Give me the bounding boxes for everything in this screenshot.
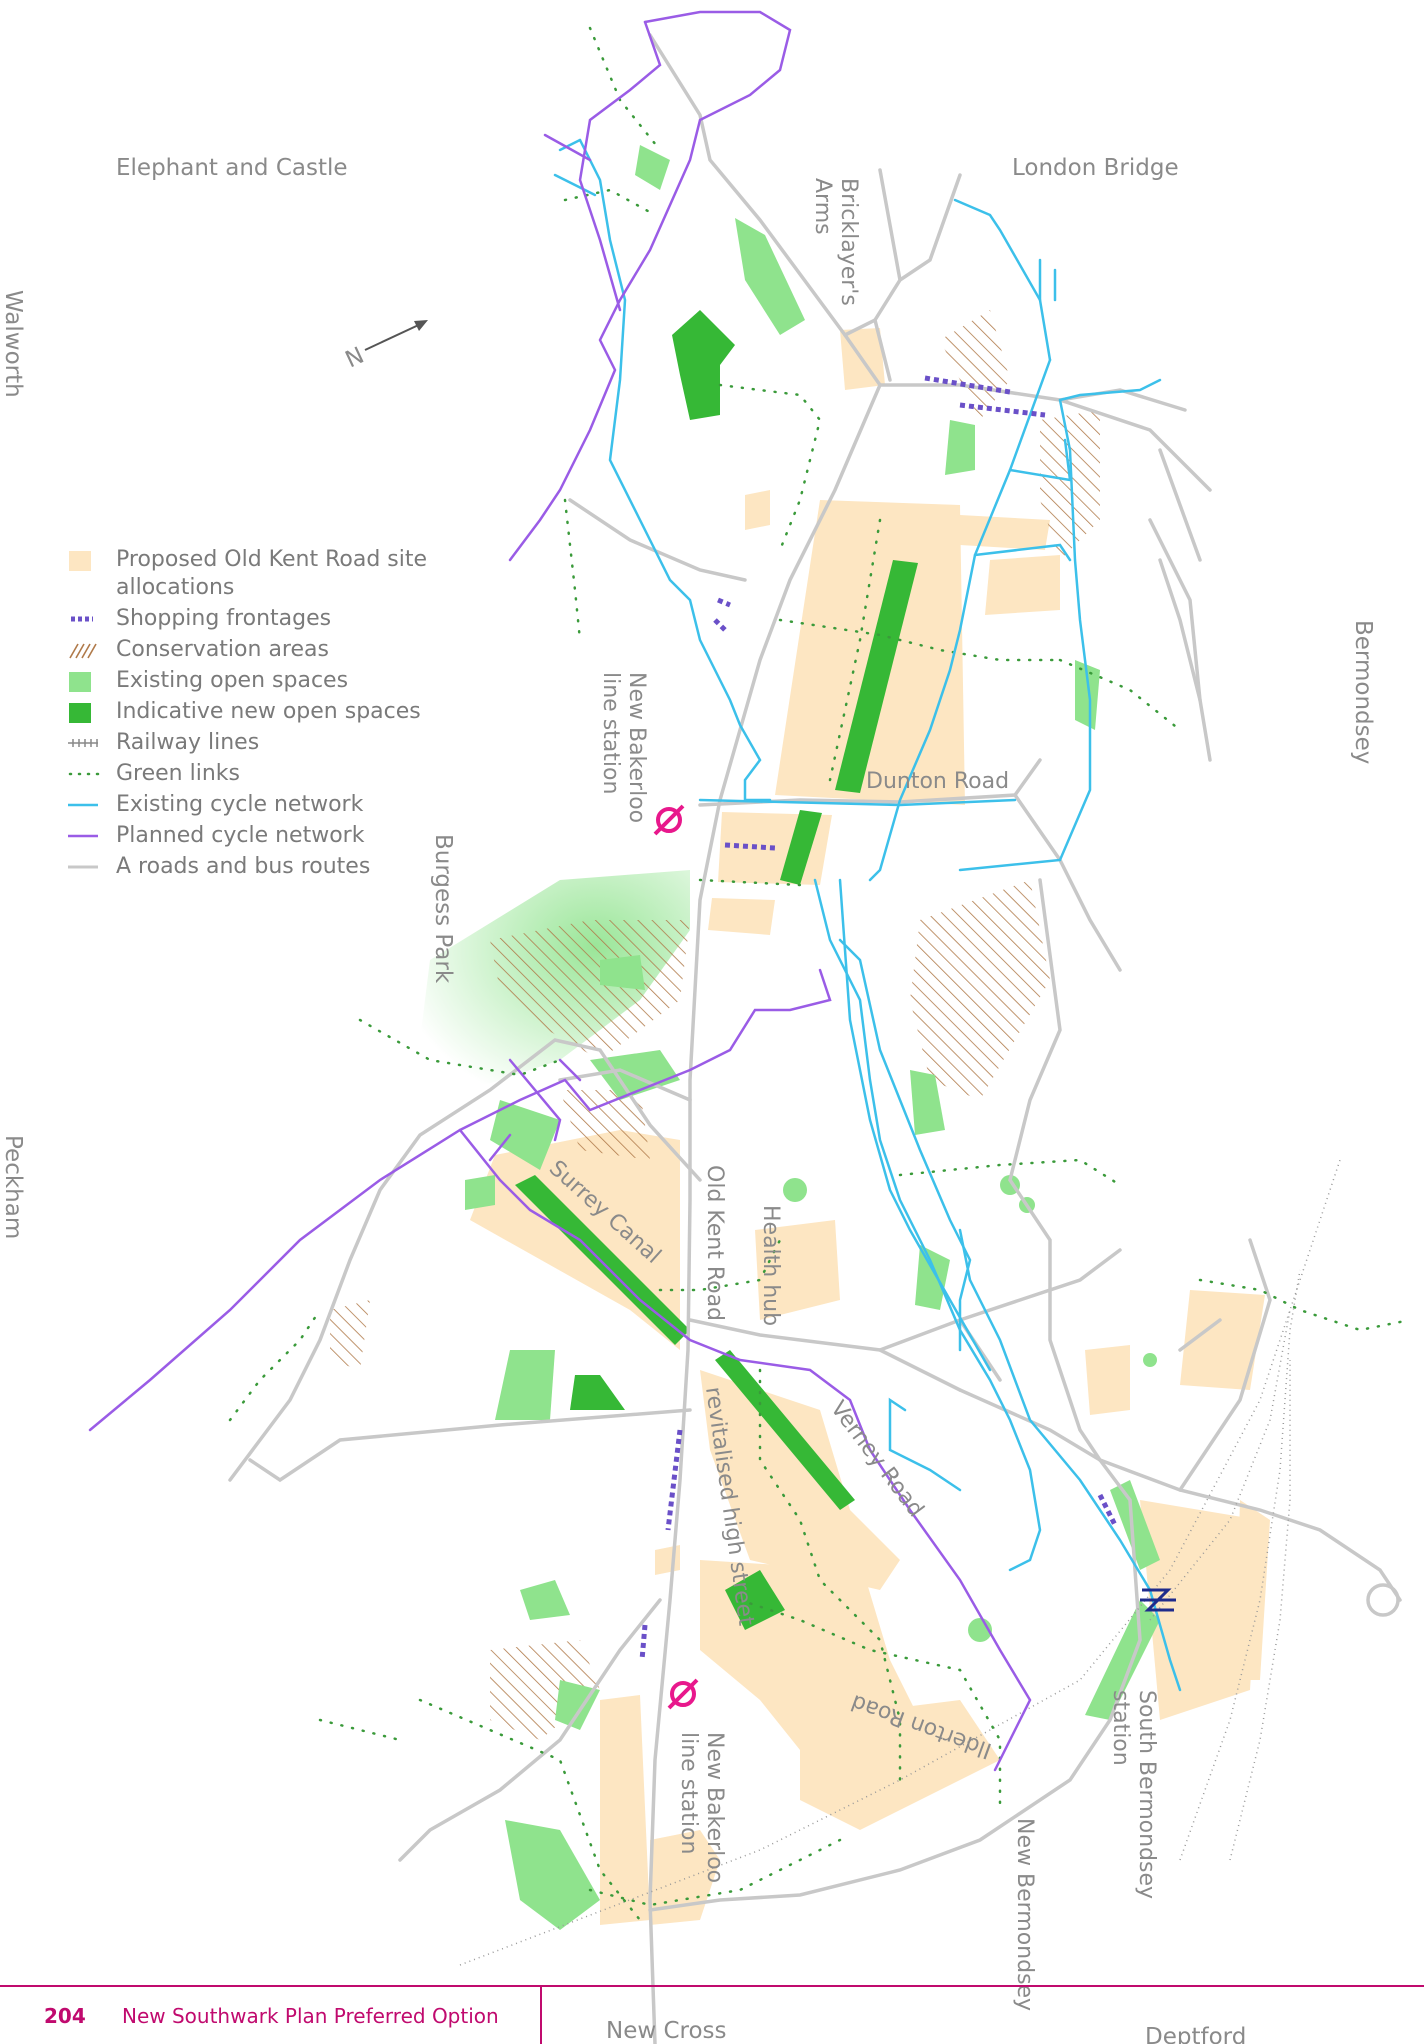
legend-item-new-open-space: Indicative new open spaces <box>66 698 486 726</box>
place-burgess-park: Burgess Park <box>430 834 456 984</box>
legend-label: Proposed Old Kent Road site allocations <box>116 547 428 600</box>
railway-swatch <box>66 729 100 757</box>
place-deptford: Deptford <box>1145 2024 1246 2044</box>
railway-lines <box>459 1159 1341 1966</box>
page-number: 204 <box>44 2004 86 2028</box>
existing-open-spaces <box>465 145 1160 1930</box>
a-road-swatch <box>66 853 100 881</box>
map-legend: Proposed Old Kent Road site allocations … <box>66 546 486 884</box>
legend-item-site-allocation: Proposed Old Kent Road site allocations <box>66 546 486 602</box>
street-bricklayers-arms: Bricklayer'sArms <box>810 178 861 306</box>
new-bakerloo-station-south: New Bakerlooline station <box>676 1732 727 1883</box>
national-rail-icon <box>1140 1588 1176 1612</box>
place-walworth: Walworth <box>0 290 26 398</box>
legend-label: Railway lines <box>116 730 260 755</box>
green-link-swatch <box>66 760 100 788</box>
legend-label: Shopping frontages <box>116 606 332 631</box>
legend-item-conservation-area: Conservation areas <box>66 636 486 664</box>
green-links <box>228 26 1412 1922</box>
footer-rule <box>0 1985 1424 1987</box>
label-health-hub: Health hub <box>758 1205 783 1326</box>
document-title: New Southwark Plan Preferred Option <box>122 2004 499 2028</box>
legend-label: Conservation areas <box>116 637 329 662</box>
legend-item-existing-cycle: Existing cycle network <box>66 791 486 819</box>
place-new-bermondsey: New Bermondsey <box>1012 1818 1037 2011</box>
existing-cycle-swatch <box>66 791 100 819</box>
underground-station-icon <box>653 804 685 836</box>
legend-item-shopping-frontage: Shopping frontages <box>66 605 486 633</box>
existing-open-space-swatch <box>66 667 100 695</box>
place-london-bridge: London Bridge <box>1012 155 1179 181</box>
legend-item-existing-open-space: Existing open spaces <box>66 667 486 695</box>
north-arrow-icon: N <box>342 320 428 373</box>
street-dunton-road: Dunton Road <box>866 769 1009 794</box>
site-allocation-swatch <box>66 546 100 574</box>
legend-label: Existing open spaces <box>116 668 349 693</box>
underground-station-icon <box>667 1678 699 1710</box>
place-elephant-and-castle: Elephant and Castle <box>116 155 348 181</box>
footer-divider <box>540 1987 542 2044</box>
legend-item-a-road: A roads and bus routes <box>66 853 486 881</box>
new-open-spaces <box>515 310 918 1630</box>
conservation-area-swatch <box>66 636 100 664</box>
shopping-frontages <box>639 375 1118 1661</box>
planned-cycle-network <box>88 10 1032 1772</box>
new-bakerloo-station-north: New Bakerlooline station <box>598 672 649 823</box>
legend-label: Indicative new open spaces <box>116 699 421 724</box>
new-open-space-swatch <box>66 698 100 726</box>
legend-label: A roads and bus routes <box>116 854 371 879</box>
conservation-areas <box>330 310 1100 1740</box>
place-peckham: Peckham <box>0 1135 26 1239</box>
shopping-frontage-swatch <box>66 605 100 633</box>
legend-item-green-link: Green links <box>66 760 486 788</box>
place-bermondsey: Bermondsey <box>1350 620 1376 764</box>
legend-item-planned-cycle: Planned cycle network <box>66 822 486 850</box>
place-new-cross: New Cross <box>606 2018 727 2044</box>
legend-label: Planned cycle network <box>116 823 365 848</box>
street-old-kent-road: Old Kent Road <box>702 1165 727 1321</box>
legend-item-railway: Railway lines <box>66 729 486 757</box>
planned-cycle-swatch <box>66 822 100 850</box>
legend-label: Existing cycle network <box>116 792 364 817</box>
south-bermondsey-station: South Bermondseystation <box>1108 1690 1159 1899</box>
existing-cycle-network <box>553 138 1182 1692</box>
legend-label: Green links <box>116 761 240 786</box>
north-arrow-label: N <box>342 343 369 374</box>
